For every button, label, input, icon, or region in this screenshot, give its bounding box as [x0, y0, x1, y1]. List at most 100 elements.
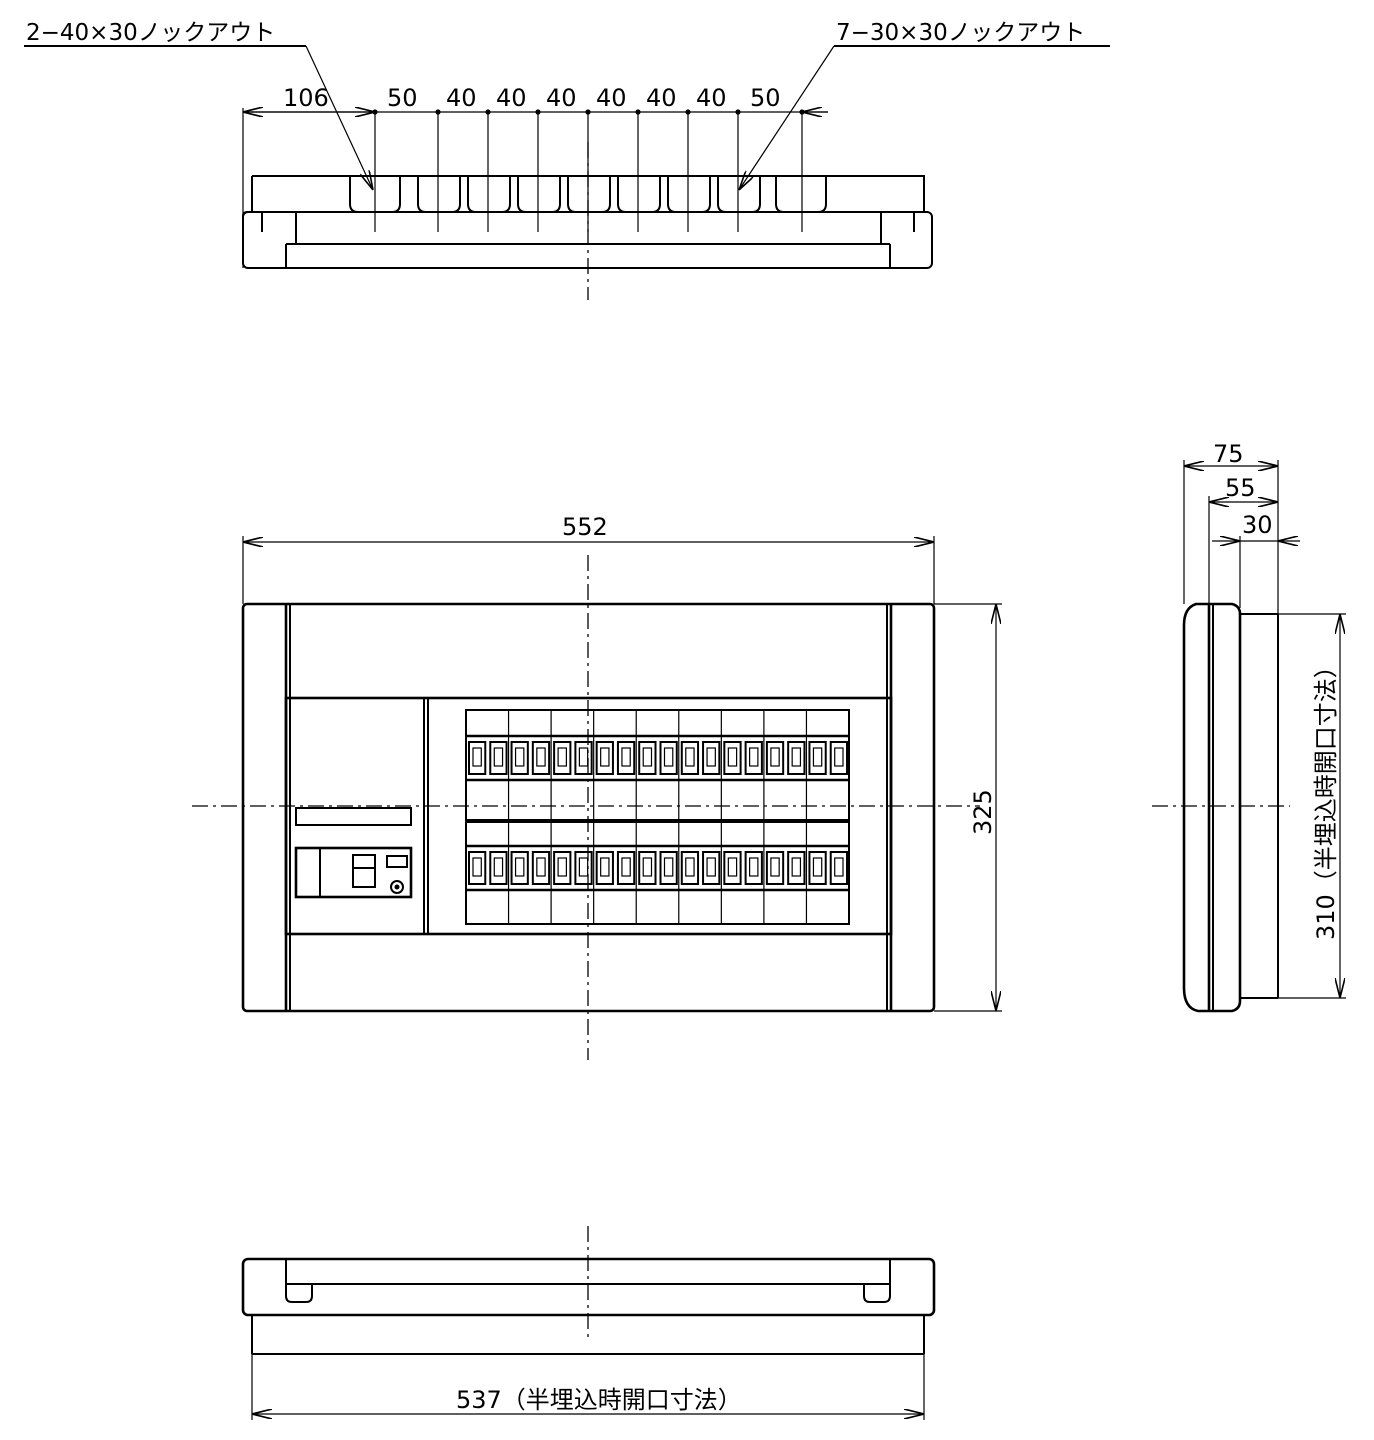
breaker-handle-window — [706, 857, 716, 877]
breaker-handle-window — [578, 747, 589, 767]
breaker-handle — [659, 851, 678, 885]
breaker-handle — [702, 741, 721, 775]
breaker-handle — [595, 741, 614, 775]
pitch-label: 40 — [596, 84, 627, 112]
front-view: 552 325 — [192, 513, 1002, 1060]
bottom-box — [251, 1315, 925, 1354]
pitch-label: 106 — [283, 84, 329, 112]
breaker-handle — [723, 851, 742, 885]
breaker-handle — [787, 851, 806, 885]
breaker-handle-window — [536, 747, 546, 767]
breaker-handle — [659, 741, 678, 775]
depth-label-55: 55 — [1225, 474, 1256, 502]
opening-width-label: 537（半埋込時開口寸法） — [456, 1386, 742, 1414]
breaker-handle — [510, 741, 529, 775]
breaker-handle — [531, 851, 551, 885]
breaker-handle-window — [493, 857, 504, 877]
knockout-note-left: 2−40×30ノックアウト — [26, 20, 275, 46]
breaker-handle — [765, 741, 785, 775]
breaker-handle — [765, 851, 785, 885]
pitch-label: 40 — [546, 84, 577, 112]
breaker-row — [465, 709, 850, 823]
breaker-handle-window — [749, 857, 759, 877]
breaker-handle-window — [685, 747, 695, 767]
indicator-icon — [390, 880, 404, 894]
pitch-label: 50 — [387, 84, 418, 112]
branch-breakers — [465, 709, 850, 925]
breaker-handle-window — [727, 857, 738, 877]
bottom-view: 537（半埋込時開口寸法） — [241, 1226, 936, 1420]
breaker-handle — [638, 741, 657, 775]
breaker-handle-window — [557, 747, 567, 767]
breaker-handle-window — [770, 747, 780, 767]
breaker-handle — [829, 851, 849, 885]
breaker-handle — [553, 741, 572, 775]
breaker-handle-window — [663, 747, 674, 767]
bottom-base — [241, 1257, 936, 1317]
breaker-handle — [553, 851, 572, 885]
breaker-handle — [616, 851, 636, 885]
top-view: 2−40×30ノックアウト 7−30×30ノックアウト 106 50 40 40… — [24, 20, 1110, 300]
breaker-handle — [574, 741, 593, 775]
side-cover-profile — [1182, 602, 1209, 1013]
breaker-handle — [595, 851, 614, 885]
test-button — [386, 855, 408, 868]
breaker-handle — [680, 851, 700, 885]
side-view: 75 55 30 310（半埋込時開口寸法） — [1152, 440, 1346, 1013]
height-label: 325 — [969, 789, 997, 835]
breaker-handle-window — [514, 857, 525, 877]
breaker-handle-window — [514, 747, 525, 767]
breaker-handle — [468, 741, 487, 775]
label-slot — [295, 807, 412, 826]
breaker-handle — [489, 851, 508, 885]
breaker-handle — [808, 851, 827, 885]
breaker-handle-window — [706, 747, 716, 767]
breaker-handle — [744, 851, 763, 885]
pitch-labels: 106 50 40 40 40 40 40 40 50 — [283, 84, 781, 112]
breaker-handle-window — [834, 747, 844, 767]
breaker-handle-window — [642, 857, 653, 877]
breaker-handle — [702, 851, 721, 885]
bottom-tab-left — [285, 1284, 313, 1303]
breaker-handle-window — [663, 857, 674, 877]
depth-label-75: 75 — [1213, 440, 1244, 468]
leader-line-right — [739, 45, 835, 190]
pitch-label: 50 — [750, 84, 781, 112]
knockout-note-right: 7−30×30ノックアウト — [836, 20, 1085, 46]
breaker-handle-window — [685, 857, 695, 877]
breaker-handle-window — [791, 747, 802, 767]
breaker-row — [465, 819, 850, 925]
main-breaker — [294, 846, 413, 899]
breaker-handle-window — [812, 857, 823, 877]
width-label: 552 — [562, 513, 608, 541]
breaker-handle-window — [600, 747, 610, 767]
breaker-handle-window — [812, 747, 823, 767]
breaker-handle — [574, 851, 593, 885]
breaker-handle — [680, 741, 700, 775]
breaker-handle-window — [472, 857, 482, 877]
pitch-label: 40 — [646, 84, 677, 112]
breaker-handle — [638, 851, 657, 885]
pitch-label: 40 — [696, 84, 727, 112]
breaker-handle — [723, 741, 742, 775]
breaker-handle-window — [749, 747, 759, 767]
breaker-handle — [808, 741, 827, 775]
breaker-handle — [744, 741, 763, 775]
breaker-handle-window — [727, 747, 738, 767]
breaker-handle-window — [472, 747, 482, 767]
breaker-handle-window — [770, 857, 780, 877]
pitch-label: 40 — [496, 84, 527, 112]
breaker-handle-window — [791, 857, 802, 877]
breaker-handle — [468, 851, 487, 885]
breaker-handle-window — [621, 857, 631, 877]
breaker-handle — [489, 741, 508, 775]
breaker-handle — [616, 741, 636, 775]
breaker-handle — [510, 851, 529, 885]
leader-line-left — [305, 45, 373, 190]
breaker-handle-window — [621, 747, 631, 767]
breaker-handle-window — [557, 857, 567, 877]
breaker-handle-window — [493, 747, 504, 767]
opening-height-label: 310（半埋込時開口寸法） — [1312, 654, 1340, 940]
pitch-label: 40 — [446, 84, 477, 112]
